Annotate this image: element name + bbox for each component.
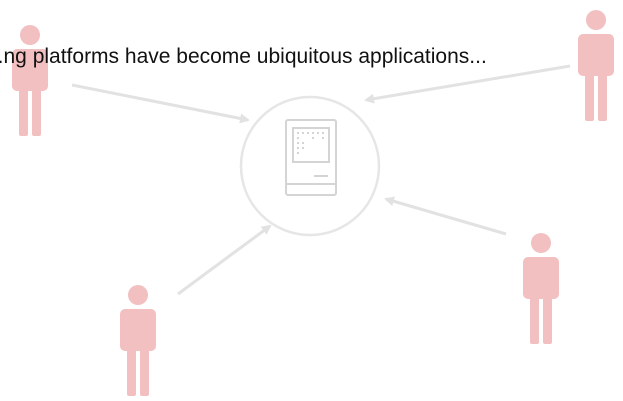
arrow-bottom-right	[384, 196, 507, 236]
person-icon	[12, 25, 48, 136]
person-icon	[523, 233, 559, 344]
caption-text: ...ng platforms have become ubiquitous a…	[0, 45, 487, 68]
arrow-top-left	[71, 83, 250, 124]
person-icon	[578, 10, 614, 121]
arrow-top-right	[364, 64, 571, 104]
person-icon	[120, 285, 156, 396]
hub-circle	[239, 95, 381, 237]
computer-icon	[285, 119, 337, 196]
arrow-bottom-left	[177, 224, 272, 296]
